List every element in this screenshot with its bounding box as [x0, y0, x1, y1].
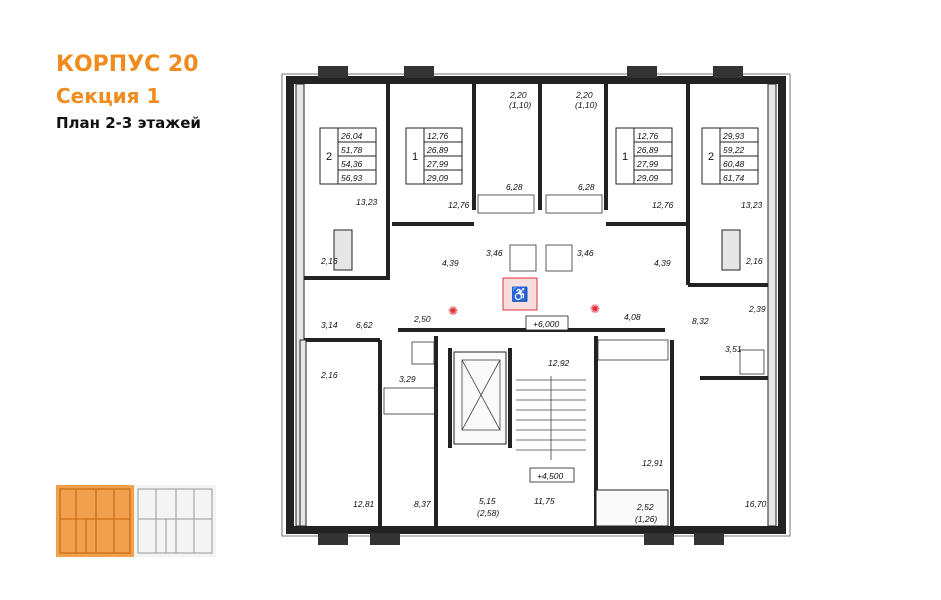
apartment-box-1 — [319, 127, 377, 185]
apt-rooms: 2 — [708, 151, 714, 163]
room-area: 12,76 — [652, 200, 674, 210]
section-title: Секция 1 — [56, 84, 161, 108]
balcony-reduced: (1,10) — [575, 100, 597, 110]
room-area: 4,39 — [442, 258, 459, 268]
apt-area: 61,74 — [723, 173, 745, 183]
room-area: 4,08 — [624, 312, 641, 322]
svg-text:✺: ✺ — [448, 304, 458, 318]
apt-area: 29,93 — [722, 131, 745, 141]
apartment-box-3 — [615, 127, 673, 185]
balcony-area: 2,20 — [509, 90, 527, 100]
floor-plan-title: План 2-3 этажей — [56, 114, 201, 132]
room-area: 12,91 — [642, 458, 664, 468]
building-thumbnail[interactable] — [56, 485, 216, 557]
room-area: 6,28 — [578, 182, 595, 192]
room-area: 16,70 — [745, 499, 767, 509]
apt-area: 26,89 — [426, 145, 449, 155]
staircase — [516, 376, 586, 460]
apt-rooms: 1 — [622, 151, 628, 163]
svg-text:✺: ✺ — [590, 302, 600, 316]
room-area: (2,58) — [477, 508, 499, 518]
room-area: 2,16 — [320, 370, 338, 380]
apartment-box-4 — [701, 127, 759, 185]
apt-area: 29,09 — [636, 173, 659, 183]
apt-area: 60,48 — [723, 159, 745, 169]
apt-rooms: 2 — [326, 151, 332, 163]
room-area: 2,16 — [745, 256, 763, 266]
room-area: 8,37 — [414, 499, 431, 509]
apt-area: 12,76 — [427, 131, 449, 141]
apt-area: 12,76 — [637, 131, 659, 141]
wall-fills — [295, 83, 777, 527]
room-area: 13,23 — [356, 197, 378, 207]
building-title: КОРПУС 20 — [56, 52, 199, 77]
apt-area: 27,99 — [636, 159, 659, 169]
room-area: 4,39 — [654, 258, 671, 268]
balcony-area: 2,20 — [575, 90, 593, 100]
room-area: 2,39 — [748, 304, 766, 314]
room-area: 2,16 — [320, 256, 338, 266]
room-area: 2,52 — [636, 502, 654, 512]
outer-wall — [286, 76, 786, 534]
room-area: 6,28 — [506, 182, 523, 192]
room-area: 12,81 — [353, 499, 375, 509]
room-area: 3,14 — [321, 320, 338, 330]
apt-area: 26,89 — [636, 145, 659, 155]
room-area: (1,26) — [635, 514, 657, 524]
room-area: 3,46 — [486, 248, 503, 258]
apt-area: 59,22 — [723, 145, 745, 155]
elevation-label: +6,000 — [533, 319, 560, 329]
room-area: 3,46 — [577, 248, 594, 258]
room-area: 12,76 — [448, 200, 470, 210]
apt-area: 54,36 — [341, 159, 363, 169]
room-area: 12,92 — [548, 358, 570, 368]
room-area: 3,51 — [725, 344, 742, 354]
apt-area: 51,78 — [341, 145, 363, 155]
thumb-selected-section — [56, 485, 134, 557]
room-area: 8,32 — [692, 316, 709, 326]
apt-area: 56,93 — [341, 173, 363, 183]
room-area: 6,62 — [356, 320, 373, 330]
accessibility-marker — [502, 277, 538, 311]
bath-fixtures — [383, 194, 765, 415]
svg-text:♿: ♿ — [511, 286, 528, 303]
room-area: 2,50 — [413, 314, 431, 324]
elevator-shaft — [461, 359, 501, 431]
room-area: 11,75 — [534, 496, 555, 506]
thumb-other-section — [134, 485, 216, 557]
room-area: 13,23 — [741, 200, 763, 210]
balcony-reduced: (1,10) — [509, 100, 531, 110]
apt-area: 29,09 — [426, 173, 449, 183]
apt-area: 27,99 — [426, 159, 449, 169]
window-bumps — [318, 66, 743, 545]
room-area: 3,29 — [399, 374, 416, 384]
room-area: 5,15 — [479, 496, 496, 506]
apt-rooms: 1 — [412, 151, 418, 163]
elevation-label: +4,500 — [537, 471, 564, 481]
apartment-box-2 — [405, 127, 463, 185]
apt-area: 26,04 — [340, 131, 363, 141]
